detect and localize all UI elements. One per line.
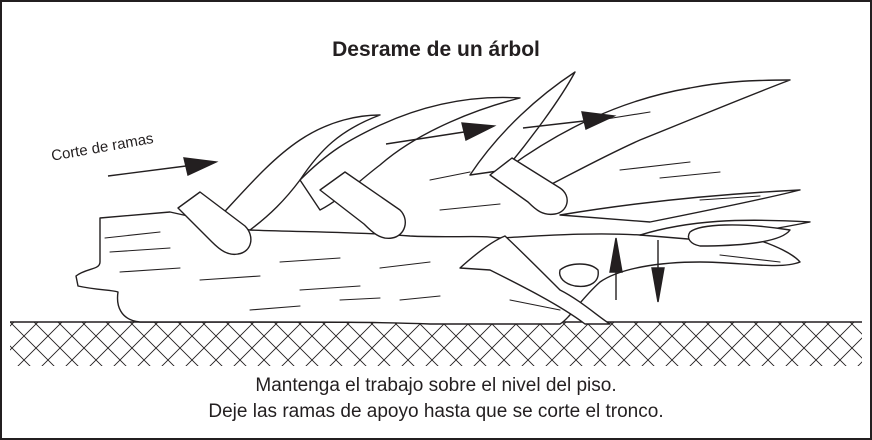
branch-stub-2 <box>319 171 406 239</box>
caption-line-1: Mantenga el trabajo sobre el nivel del p… <box>255 375 617 396</box>
branch-4 <box>504 79 791 191</box>
arrow-cut-3 <box>522 111 617 130</box>
felled-tree <box>75 71 811 325</box>
branch-stub-4 <box>687 224 791 247</box>
arrow-down <box>651 240 665 303</box>
branch-stub-5 <box>558 263 599 288</box>
support-arrows <box>609 237 665 303</box>
ground <box>10 321 862 366</box>
branch-stub-3 <box>489 157 568 216</box>
branch-stub-1 <box>177 191 252 256</box>
arrow-cut-1 <box>107 157 219 177</box>
trunk <box>75 211 801 325</box>
branch-1 <box>214 114 381 231</box>
cut-direction-arrows <box>107 111 617 177</box>
branch-7 <box>459 235 611 325</box>
branch-5 <box>559 189 801 223</box>
arrow-cut-2 <box>385 122 497 145</box>
arrow-up <box>609 237 623 300</box>
caption-line-2: Deje las ramas de apoyo hasta que se cor… <box>208 401 664 422</box>
diagram-title: Desrame de un árbol <box>332 38 540 61</box>
branch-3 <box>469 71 576 176</box>
